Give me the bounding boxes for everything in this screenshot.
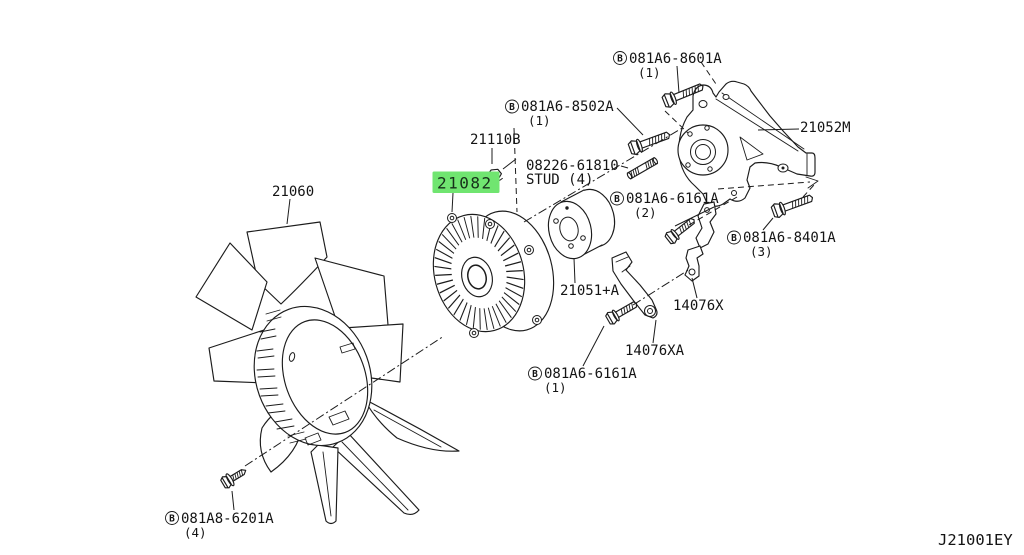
svg-text:(1): (1) <box>528 113 551 128</box>
svg-text:21052M: 21052M <box>800 120 851 136</box>
bracket-14076X <box>684 245 704 282</box>
water-pump-hub <box>677 124 729 176</box>
clutch-fins <box>433 215 525 331</box>
highlight-21082[interactable]: 21082 <box>432 171 500 194</box>
label-14076XA[interactable]: 14076XA <box>625 343 685 359</box>
screw-081A8-6201A <box>218 463 250 491</box>
label-21051A[interactable]: 21051+A <box>560 283 620 299</box>
svg-text:21110B: 21110B <box>470 132 521 148</box>
svg-text:(2): (2) <box>634 205 657 220</box>
bolt-081A6-6161A-upper <box>663 213 699 246</box>
label-21060[interactable]: 21060 <box>272 184 314 200</box>
pulley-drum <box>547 188 616 260</box>
label-081A6-8401A[interactable]: B 081A6-8401A (3) <box>727 230 837 259</box>
svg-text:08226-61810: 08226-61810 <box>526 158 619 174</box>
label-081A6-6161A-upper[interactable]: B 081A6-6161A (2) <box>610 191 720 220</box>
svg-text:(1): (1) <box>544 380 567 395</box>
svg-text:14076X: 14076X <box>673 298 724 314</box>
svg-text:(3): (3) <box>750 244 773 259</box>
leader-lines <box>231 65 800 511</box>
fan-hub-ring <box>253 305 373 447</box>
figure-code: J21001EY <box>938 531 1013 549</box>
circled-b-icon: B <box>731 233 737 244</box>
circled-b-icon: B <box>532 369 538 380</box>
label-08226-61810[interactable]: 08226-61810 STUD (4) <box>526 158 619 188</box>
fan-pulley-bracket <box>677 80 816 249</box>
svg-text:081A6-8401A: 081A6-8401A <box>743 230 836 246</box>
svg-text:21051+A: 21051+A <box>560 283 620 299</box>
label-21082: 21082 <box>437 174 493 193</box>
highlight-box <box>432 171 500 193</box>
label-21110B[interactable]: 21110B <box>470 132 521 148</box>
label-21052M[interactable]: 21052M <box>800 120 851 136</box>
fan-clutch-body <box>432 210 555 338</box>
svg-text:081A6-8502A: 081A6-8502A <box>521 99 614 115</box>
svg-text:(1): (1) <box>638 65 661 80</box>
svg-text:STUD (4): STUD (4) <box>526 172 593 188</box>
assembly-centerlines <box>244 61 819 467</box>
label-081A6-6161A-lower[interactable]: B 081A6-6161A (1) <box>528 366 638 395</box>
fan-hub-vanes <box>256 309 307 444</box>
svg-text:21060: 21060 <box>272 184 314 200</box>
svg-text:081A6-8601A: 081A6-8601A <box>629 51 722 67</box>
svg-text:081A8-6201A: 081A8-6201A <box>181 511 274 527</box>
svg-text:14076XA: 14076XA <box>625 343 685 359</box>
label-081A8-6201A[interactable]: B 081A8-6201A (4) <box>165 511 275 540</box>
stud-08226-61810 <box>625 156 659 180</box>
bolt-081A6-8401A <box>769 190 816 220</box>
circled-b-icon: B <box>617 54 623 65</box>
label-14076X[interactable]: 14076X <box>673 298 724 314</box>
circled-b-icon: B <box>169 514 175 525</box>
svg-text:081A6-6161A: 081A6-6161A <box>544 366 637 382</box>
circled-b-icon: B <box>614 194 620 205</box>
label-081A6-8502A[interactable]: B 081A6-8502A (1) <box>505 99 615 128</box>
svg-text:(4): (4) <box>184 525 207 540</box>
circled-b-icon: B <box>509 102 515 113</box>
bolt-081A6-8502A <box>626 127 673 157</box>
svg-text:081A6-6161A: 081A6-6161A <box>626 191 719 207</box>
bracket-14076XA <box>611 251 658 319</box>
label-081A6-8601A[interactable]: B 081A6-8601A (1) <box>613 51 723 80</box>
bolt-081A6-6161A-lower <box>604 297 641 327</box>
